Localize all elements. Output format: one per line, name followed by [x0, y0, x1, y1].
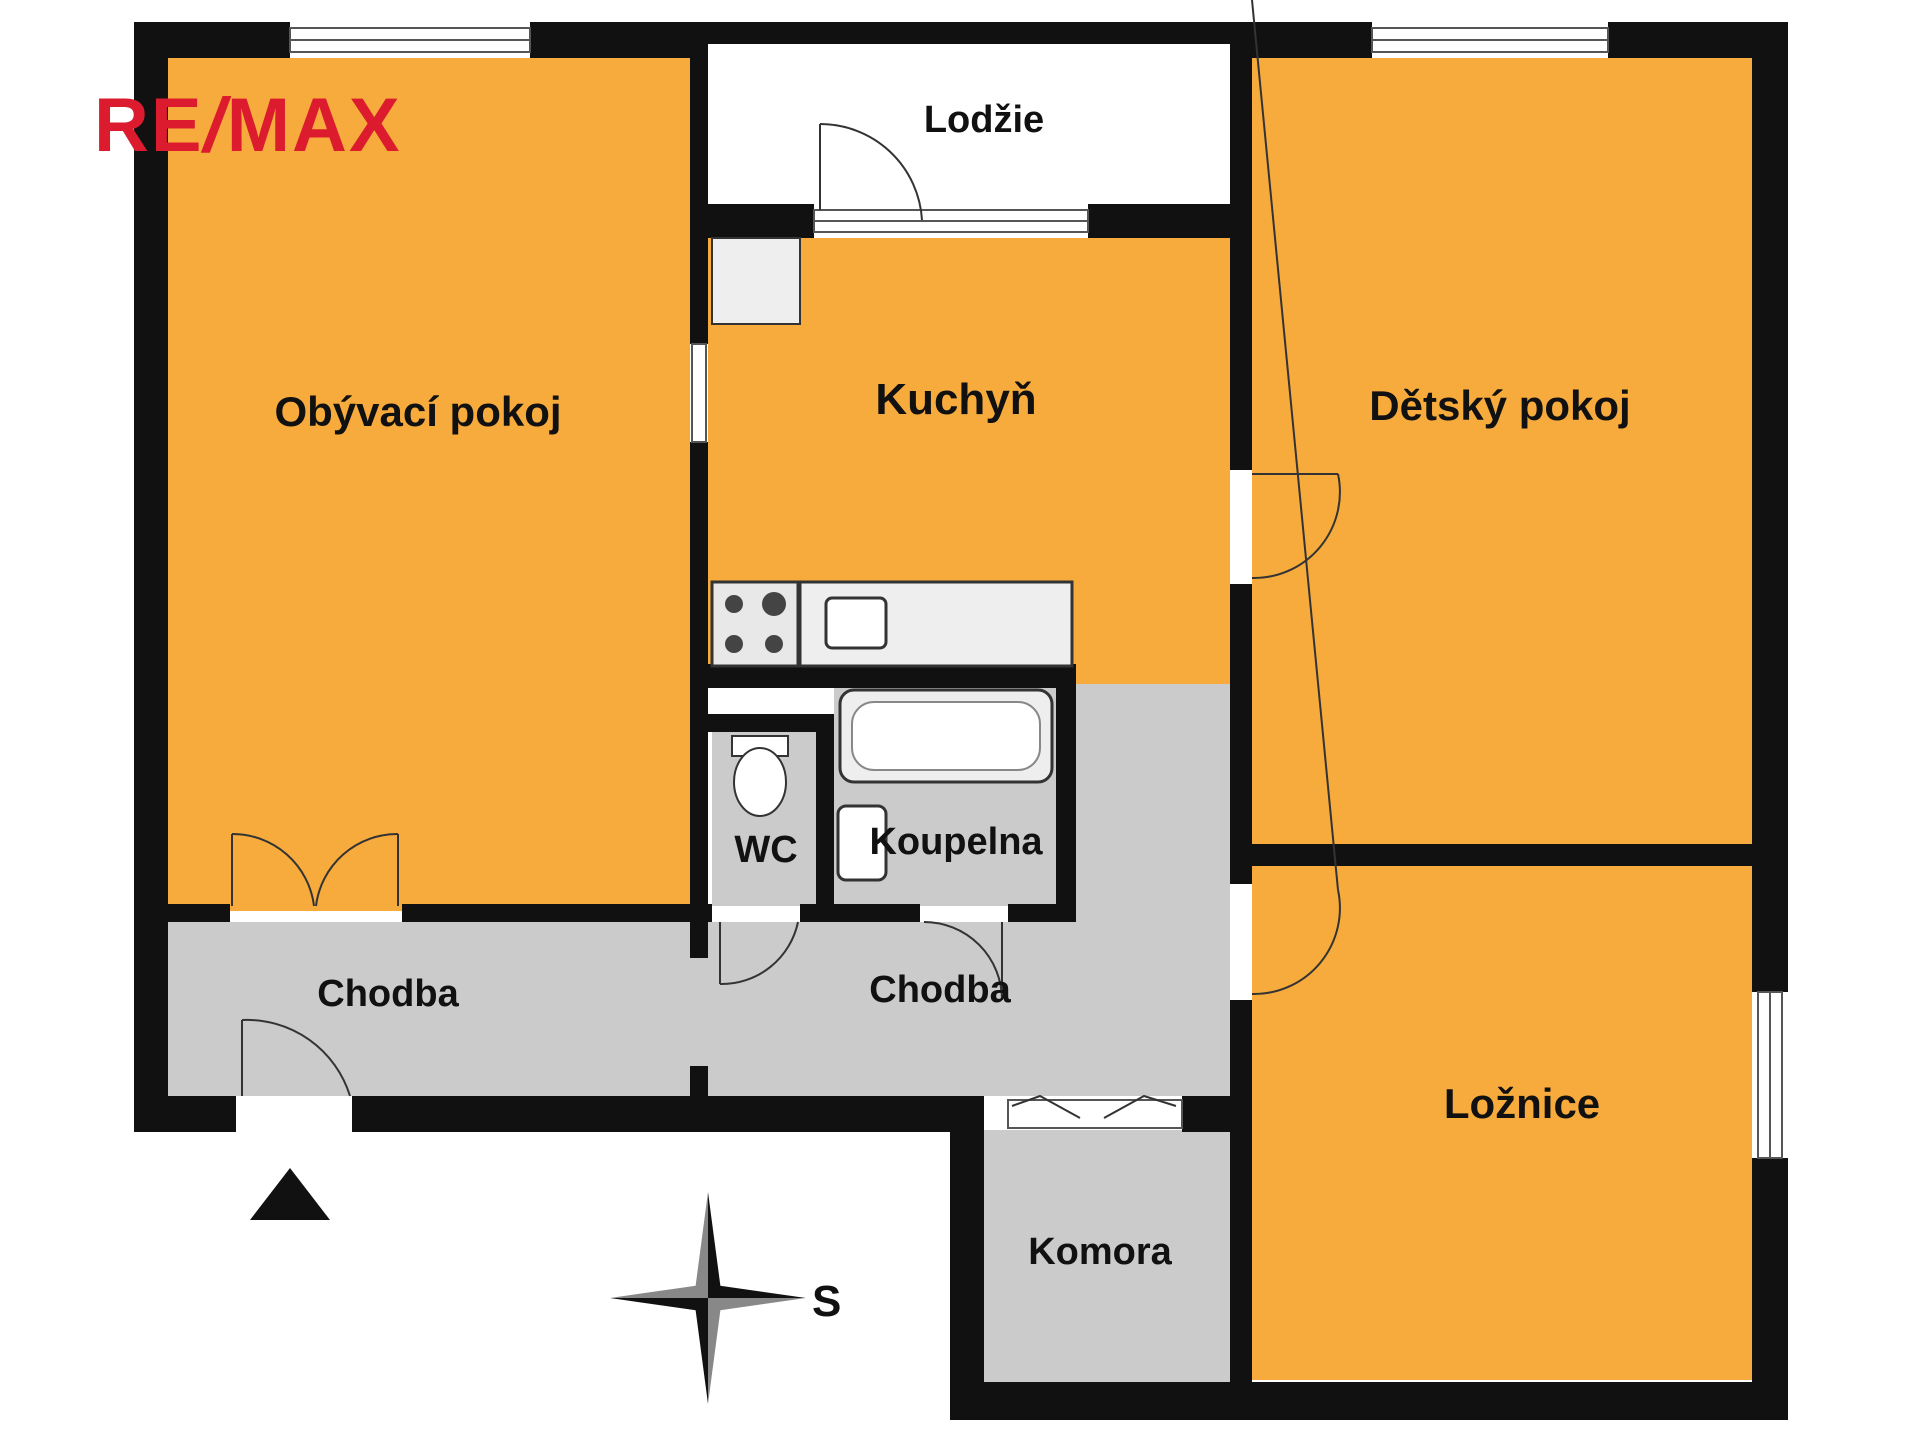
- label-koupelna: Koupelna: [869, 821, 1043, 863]
- label-lodzie: Lodžie: [924, 99, 1044, 141]
- room-komora-fill: [984, 1130, 1230, 1382]
- logo-slash: /: [203, 83, 227, 168]
- sink: [824, 596, 888, 650]
- label-detsky-pokoj: Dětský pokoj: [1369, 382, 1630, 429]
- toilet-bowl: [733, 747, 787, 817]
- hall-upper-fill: [1072, 684, 1230, 924]
- label-komora: Komora: [1028, 1231, 1172, 1273]
- label-chodba-left: Chodba: [317, 973, 459, 1015]
- walls: [134, 22, 1788, 1420]
- compass-label: S: [812, 1277, 841, 1326]
- windows: [289, 27, 1783, 1159]
- cabinet: [711, 237, 801, 325]
- label-obyvaci-pokoj: Obývací pokoj: [274, 388, 561, 435]
- room-loznice-fill: [1252, 866, 1752, 1380]
- room-lodzie-fill: [708, 44, 1230, 204]
- compass-rose-icon: [610, 1192, 806, 1404]
- label-kuchyn: Kuchyň: [875, 375, 1036, 424]
- entrance-arrow-icon: [250, 1168, 330, 1220]
- doors: [231, 0, 1341, 1119]
- label-wc: WC: [734, 829, 797, 871]
- logo-part-max: MAX: [226, 83, 402, 168]
- room-detsky-fill: [1252, 58, 1752, 844]
- label-chodba-right: Chodba: [869, 969, 1011, 1011]
- stove: [710, 580, 800, 668]
- logo-part-re: RE: [94, 83, 204, 168]
- fixtures: [710, 237, 1074, 882]
- remax-logo: RE/MAX: [94, 88, 402, 164]
- washbasin: [836, 804, 888, 882]
- label-loznice: Ložnice: [1444, 1080, 1600, 1127]
- room-obyvaci-fill: [168, 58, 690, 911]
